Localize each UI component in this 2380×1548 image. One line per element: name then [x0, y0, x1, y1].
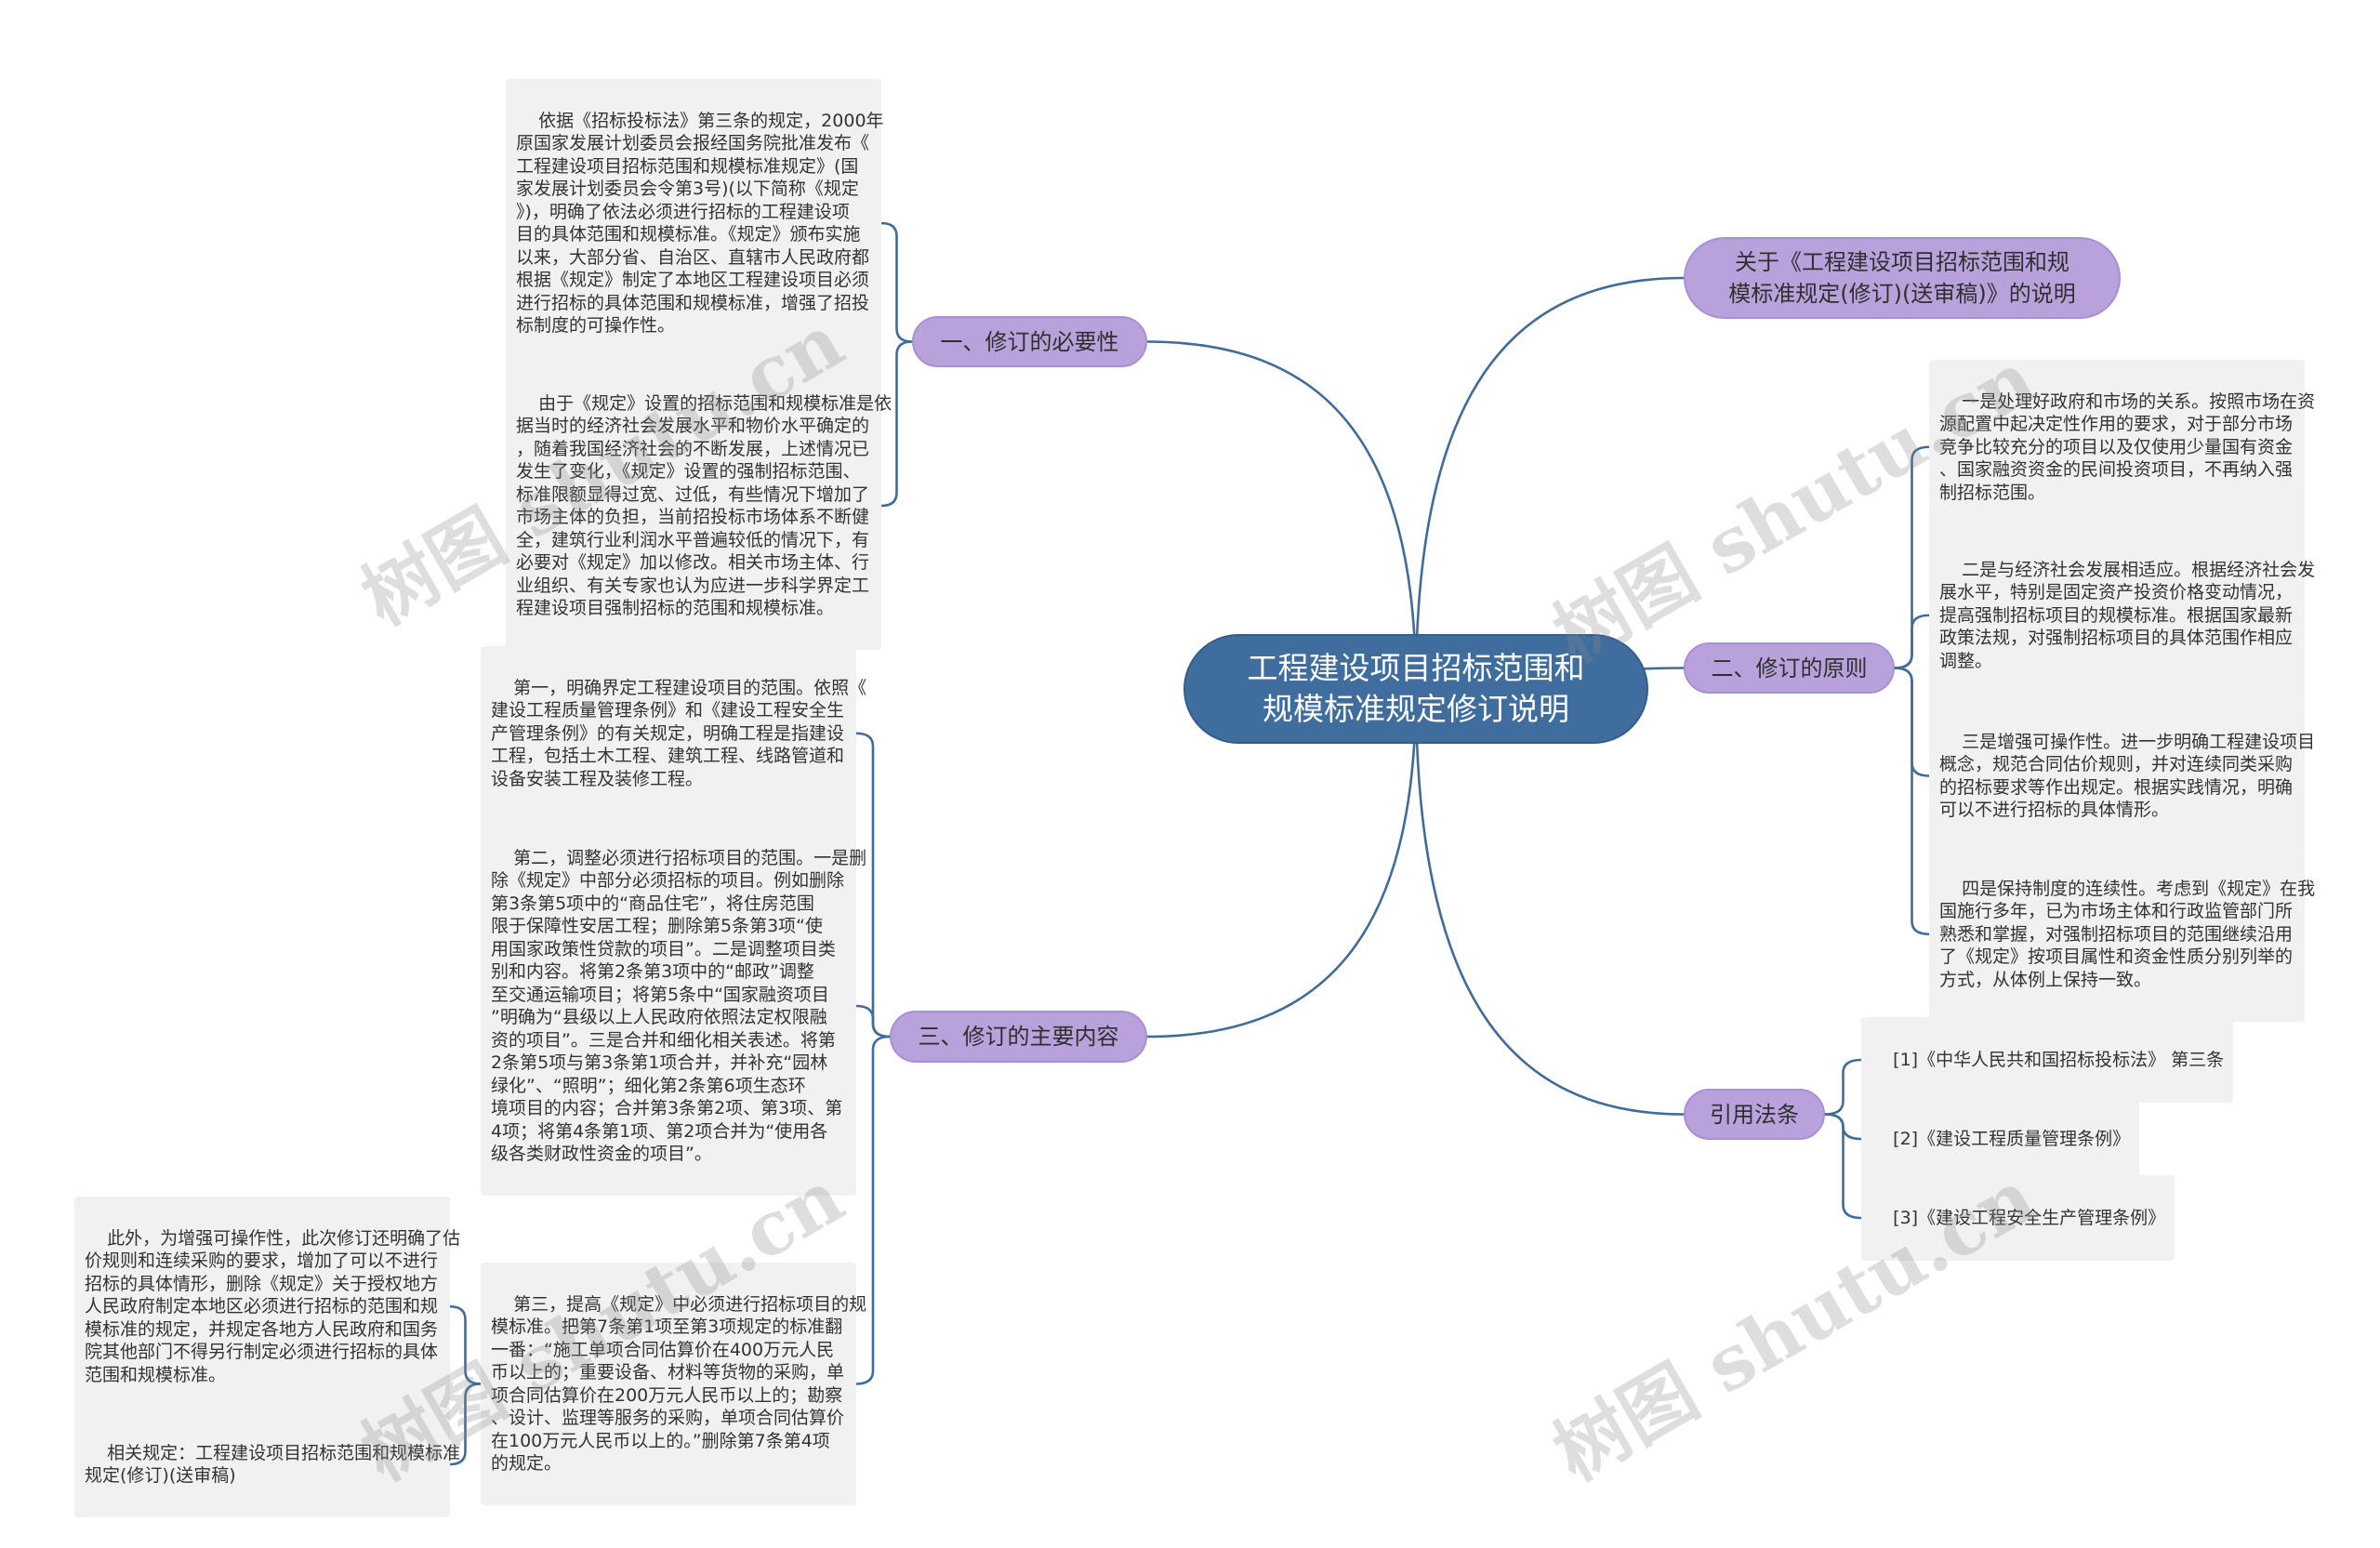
reference-item-text: [2]《建设工程质量管理条例》	[1893, 1129, 2131, 1149]
related-regulation-text: 相关规定：工程建设项目招标范围和规模标准 规定(修订)(送审稿)	[85, 1442, 461, 1487]
branch-necessity-label: 一、修订的必要性	[940, 328, 1119, 355]
principle-detail-text: 三是增强可操作性。进一步明确工程建设项目 概念，规范合同估价规则，并对连续同类采…	[1939, 731, 2316, 821]
necessity-detail-node[interactable]: 依据《招标投标法》第三条的规定，2000年 原国家发展计划委员会报经国务院批准发…	[506, 79, 884, 367]
reference-item-text: [3]《建设工程安全生产管理条例》	[1893, 1208, 2166, 1228]
branch-references-label: 引用法条	[1710, 1101, 1799, 1128]
content-detail-text: 第二，调整必须进行招标项目的范围。一是删 除《规定》中部分必须招标的项目。例如删…	[491, 847, 867, 1165]
connector-line	[1145, 687, 1418, 1039]
content-detail-node[interactable]: 第一，明确界定工程建设项目的范围。依照《 建设工程质量管理条例》和《建设工程安全…	[481, 646, 866, 821]
connector-line	[448, 1383, 483, 1466]
branch-necessity[interactable]: 一、修订的必要性	[912, 316, 1147, 367]
connector-line	[448, 1304, 483, 1385]
reference-item-text: [1]《中华人民共和国招标投标法》 第三条	[1893, 1050, 2225, 1070]
principle-detail-text: 四是保持制度的连续性。考虑到《规定》在我 国施行多年，已为市场主体和行政监管部门…	[1939, 878, 2316, 990]
branch-references[interactable]: 引用法条	[1684, 1089, 1825, 1140]
content-detail-node[interactable]: 第二，调整必须进行招标项目的范围。一是删 除《规定》中部分必须招标的项目。例如删…	[481, 816, 866, 1196]
necessity-detail-text: 依据《招标投标法》第三条的规定，2000年 原国家发展计划委员会报经国务院批准发…	[516, 110, 884, 337]
connector-line	[879, 221, 914, 343]
branch-about-explanation-label: 关于《工程建设项目招标范围和规 模标准规定(修订)(送审稿)》的说明	[1728, 249, 2076, 307]
connector-line	[1414, 687, 1686, 1116]
principle-detail-text: 一是处理好政府和市场的关系。按照市场在资 源配置中起决定性作用的要求，对于部分市…	[1939, 390, 2316, 503]
principle-detail-node[interactable]: 四是保持制度的连续性。考虑到《规定》在我 国施行多年，已为市场主体和行政监管部门…	[1929, 847, 2315, 1022]
branch-principles[interactable]: 二、修订的原则	[1684, 642, 1895, 694]
content-sub-detail-text: 此外，为增强可操作性，此次修订还明确了估 价规则和连续采购的要求，增加了可以不进…	[85, 1227, 461, 1385]
principle-detail-node[interactable]: 一是处理好政府和市场的关系。按照市场在资 源配置中起决定性作用的要求，对于部分市…	[1929, 360, 2315, 535]
connector-line	[1414, 276, 1686, 691]
principle-detail-text: 二是与经济社会发展相适应。根据经济社会发 展水平，特别是固定资产投资价格变动情况…	[1939, 559, 2316, 671]
reference-item[interactable]: [1]《中华人民共和国招标投标法》 第三条	[1861, 1017, 2234, 1103]
content-detail-node[interactable]: 第三，提高《规定》中必须进行招标项目的规 模标准。把第7条第1项至第3项规定的标…	[481, 1263, 866, 1505]
branch-principles-label: 二、修订的原则	[1711, 655, 1868, 681]
connector-line	[1823, 1113, 1863, 1220]
content-detail-text: 第一，明确界定工程建设项目的范围。依照《 建设工程质量管理条例》和《建设工程安全…	[491, 677, 867, 789]
connector-line	[854, 1004, 892, 1039]
connector-line	[1145, 340, 1418, 691]
necessity-detail-node[interactable]: 由于《规定》设置的招标范围和规模标准是依 据当时的经济社会发展水平和物价水平确定…	[506, 362, 892, 650]
principle-detail-node[interactable]: 二是与经济社会发展相适应。根据经济社会发 展水平，特别是固定资产投资价格变动情况…	[1929, 528, 2315, 703]
reference-item[interactable]: [2]《建设工程质量管理条例》	[1861, 1096, 2140, 1182]
branch-main-content-label: 三、修订的主要内容	[918, 1024, 1119, 1050]
content-sub-detail-node[interactable]: 此外，为增强可操作性，此次修订还明确了估 价规则和连续采购的要求，增加了可以不进…	[74, 1197, 460, 1417]
reference-item[interactable]: [3]《建设工程安全生产管理条例》	[1861, 1175, 2175, 1261]
branch-about-explanation[interactable]: 关于《工程建设项目招标范围和规 模标准规定(修订)(送审稿)》的说明	[1684, 237, 2121, 319]
connector-line	[1893, 667, 1931, 936]
principle-detail-node[interactable]: 三是增强可操作性。进一步明确工程建设项目 概念，规范合同估价规则，并对连续同类采…	[1929, 700, 2315, 852]
central-topic-node[interactable]: 工程建设项目招标范围和 规模标准规定修订说明	[1183, 634, 1648, 744]
branch-main-content[interactable]: 三、修订的主要内容	[890, 1011, 1147, 1063]
connector-line	[879, 340, 914, 508]
connector-line	[854, 1035, 892, 1385]
necessity-detail-text: 由于《规定》设置的招标范围和规模标准是依 据当时的经济社会发展水平和物价水平确定…	[516, 392, 892, 619]
related-regulation-node[interactable]: 相关规定：工程建设项目招标范围和规模标准 规定(修订)(送审稿)	[74, 1411, 460, 1517]
central-topic-text: 工程建设项目招标范围和 规模标准规定修订说明	[1247, 650, 1585, 727]
connector-line	[1823, 1058, 1863, 1116]
connector-line	[1893, 614, 1931, 669]
content-detail-text: 第三，提高《规定》中必须进行招标项目的规 模标准。把第7条第1项至第3项规定的标…	[491, 1293, 867, 1475]
connector-line	[854, 732, 892, 1039]
